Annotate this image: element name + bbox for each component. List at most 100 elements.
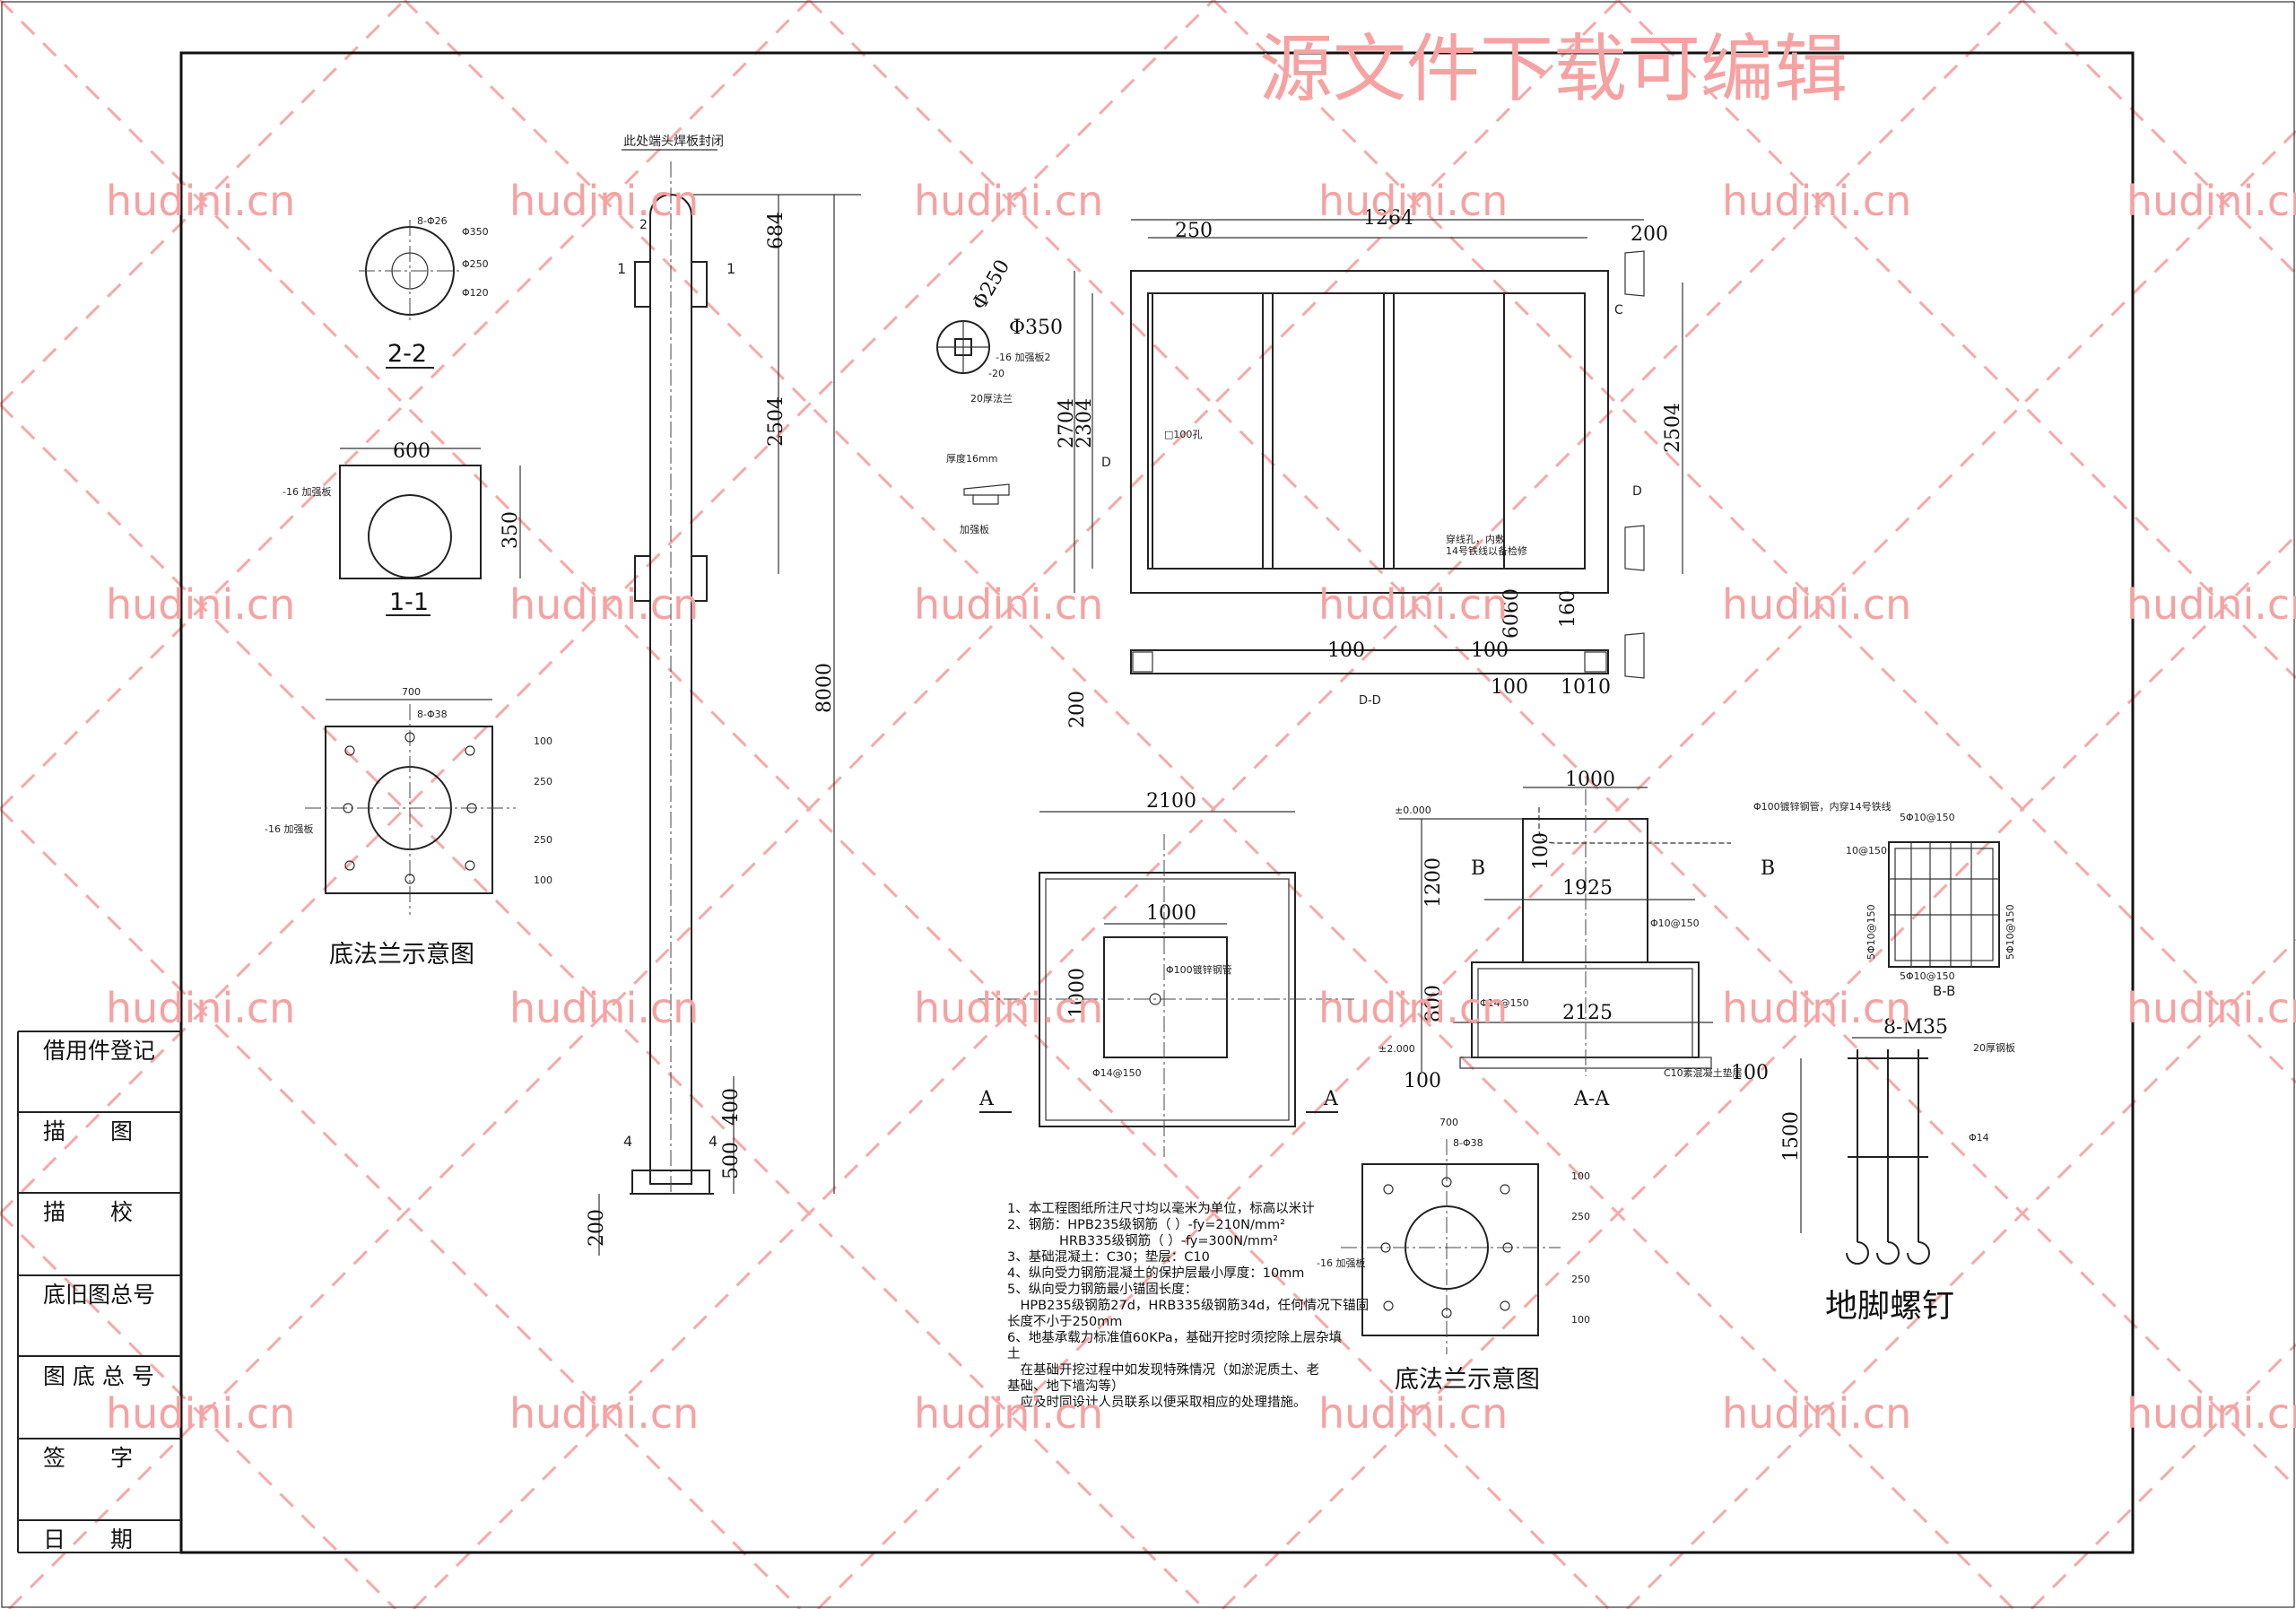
- dim: 800: [1422, 985, 1445, 1022]
- note-line: HPB235级钢筋27d，HRB335级钢筋34d，任何情况下锚固: [1007, 1298, 1369, 1313]
- dim: 8000: [813, 663, 836, 713]
- dim: 1500: [1780, 1111, 1803, 1161]
- dim: 2100: [1146, 790, 1196, 813]
- drawing-title: 底法兰示意图: [329, 941, 474, 969]
- note: 10@150: [1846, 845, 1887, 857]
- title-block-trace: 描 图: [43, 1118, 133, 1144]
- drawing-title: 地脚螺钉: [1825, 1288, 1954, 1325]
- dim: 2304: [1074, 398, 1096, 448]
- watermark-site: hudini.cn: [1722, 984, 1911, 1032]
- note-line: 5、纵向受力钢筋最小锚固长度：: [1007, 1282, 1197, 1297]
- watermark-line: [412, 0, 2024, 1609]
- note: 此处端头焊板封闭: [623, 135, 724, 149]
- dim: 100: [1530, 832, 1552, 870]
- watermark-site: hudini.cn: [2126, 984, 2296, 1032]
- drawing-title: 加强板: [960, 523, 989, 535]
- watermark-site: hudini.cn: [1722, 177, 1911, 225]
- dim: 250: [534, 834, 552, 846]
- watermark-site: hudini.cn: [1318, 580, 1508, 629]
- note-line: 1、本工程图纸所注尺寸均以毫米为单位，标高以米计: [1007, 1200, 1315, 1216]
- watermark-line: [1212, 0, 2296, 1084]
- watermark-line: [0, 807, 802, 1609]
- note: Φ14: [1969, 1132, 1989, 1144]
- note-line: 6、地基承载力标准值60KPa，基础开挖时须挖除上层杂填: [1007, 1330, 1342, 1345]
- note: Φ14@150: [1092, 1067, 1142, 1079]
- note: -16 加强板: [1317, 1257, 1365, 1269]
- note: 5Φ10@150: [1900, 812, 1955, 823]
- note: Φ10@150: [1650, 918, 1700, 929]
- dim: 6060: [1500, 588, 1523, 639]
- base-flange-plan-1: 700 8-Φ38 -16 加强板 100 250 250 100 底法兰示意图: [265, 686, 552, 969]
- section-1-1: 600 350 -16 加强板 1-1: [283, 440, 522, 616]
- watermark-top: 源文件下载可编辑: [1259, 27, 1848, 112]
- note: 厚度16mm: [946, 452, 997, 465]
- note: -20: [988, 368, 1004, 379]
- dim: Φ350: [1009, 317, 1063, 339]
- watermark-line: [816, 129, 2296, 1609]
- level-mark: ±0.000: [1395, 804, 1431, 816]
- watermark-site: hudini.cn: [2126, 177, 2296, 225]
- dim: 200: [586, 1209, 608, 1247]
- section-d-d: 100 100 6060 160 100 1010 200 D-D: [1066, 588, 1611, 728]
- watermark-site: hudini.cn: [509, 1389, 699, 1438]
- title-block-check: 描 校: [43, 1199, 133, 1225]
- note: □100孔: [1164, 429, 1202, 440]
- watermark-line: [0, 1212, 397, 1609]
- dim: 100: [1571, 1314, 1590, 1326]
- note: C10素混凝土垫层: [1664, 1066, 1743, 1079]
- design-notes: 1、本工程图纸所注尺寸均以毫米为单位，标高以米计 2、钢筋：HPB235级钢筋（…: [1007, 1200, 1369, 1410]
- dim: 8-Φ26: [417, 215, 448, 227]
- watermark-site: hudini.cn: [106, 177, 295, 225]
- watermark-line: [2030, 1343, 2296, 1609]
- note: 穿线孔，内敷: [1446, 533, 1505, 545]
- watermark-site: hudini.cn: [914, 580, 1103, 629]
- note: Φ100镀锌钢管: [1166, 963, 1232, 976]
- watermark-line: [1616, 0, 2296, 680]
- dim: 100: [1731, 1062, 1769, 1084]
- dim: 100: [534, 874, 552, 886]
- dim: Φ250: [462, 258, 489, 270]
- watermark-site: hudini.cn: [106, 1389, 295, 1438]
- section-mark: 2: [639, 218, 648, 232]
- section-mark: 1: [617, 260, 626, 277]
- section-mark: D: [1101, 456, 1111, 470]
- title-block-old-no: 底旧图总号: [43, 1282, 155, 1308]
- note-line: 土: [1007, 1346, 1021, 1361]
- foundation-plan: 2100 1000 1000 Φ14@150 Φ100镀锌钢管 A A: [978, 790, 1354, 1157]
- dim: 2504: [765, 396, 787, 447]
- title-block: 借用件登记 描 图 描 校 底旧图总号 图 底 总 号 签 字 日 期: [17, 1031, 181, 1553]
- section-mark: B: [1761, 857, 1775, 880]
- dim: 100: [1327, 639, 1365, 662]
- dim: 400: [720, 1088, 743, 1126]
- section-label: A-A: [1573, 1088, 1610, 1110]
- dim: 2704: [1056, 398, 1078, 448]
- watermark-site: hudini.cn: [509, 580, 699, 629]
- watermark: 源文件下载可编辑 hudini.cn hudini.cn hudini.cn hudi…: [106, 27, 2296, 1438]
- section-mark: A: [1323, 1088, 1339, 1110]
- dim: 350: [500, 511, 522, 549]
- dim: 100: [1491, 676, 1528, 699]
- watermark-site: hudini.cn: [509, 177, 699, 225]
- watermark-line: [2021, 0, 2296, 275]
- dim: Φ120: [462, 287, 489, 299]
- dim: 2504: [1662, 403, 1684, 453]
- note: Φ100镀锌钢管，内穿14号铁线: [1753, 800, 1892, 813]
- dim: 250: [1175, 220, 1213, 242]
- pole-elevation: 此处端头焊板封闭 684 2504 8000 400 500 200 4 4 1…: [586, 135, 861, 1256]
- note: -16 加强板: [265, 822, 313, 835]
- section-label: D-D: [1359, 694, 1381, 708]
- dim: 250: [1571, 1274, 1590, 1285]
- note-line: 3、基础混凝土：C30；垫层：C10: [1007, 1249, 1210, 1265]
- dim: 8-Φ38: [1453, 1137, 1483, 1149]
- drawing-frame: [179, 51, 2135, 1554]
- dim: 250: [534, 776, 552, 787]
- watermark-site: hudini.cn: [914, 1389, 1103, 1438]
- dim: 1200: [1422, 857, 1445, 908]
- note: 5Φ10@150: [1900, 970, 1955, 982]
- drawing-title: 20厚法兰: [970, 392, 1013, 404]
- section-2-2: 8-Φ26 Φ350 Φ250 Φ120 2-2: [359, 215, 489, 369]
- note: 5Φ10@150: [2005, 904, 2016, 960]
- section-mark: C: [1614, 303, 1623, 317]
- section-mark: 1: [726, 260, 735, 277]
